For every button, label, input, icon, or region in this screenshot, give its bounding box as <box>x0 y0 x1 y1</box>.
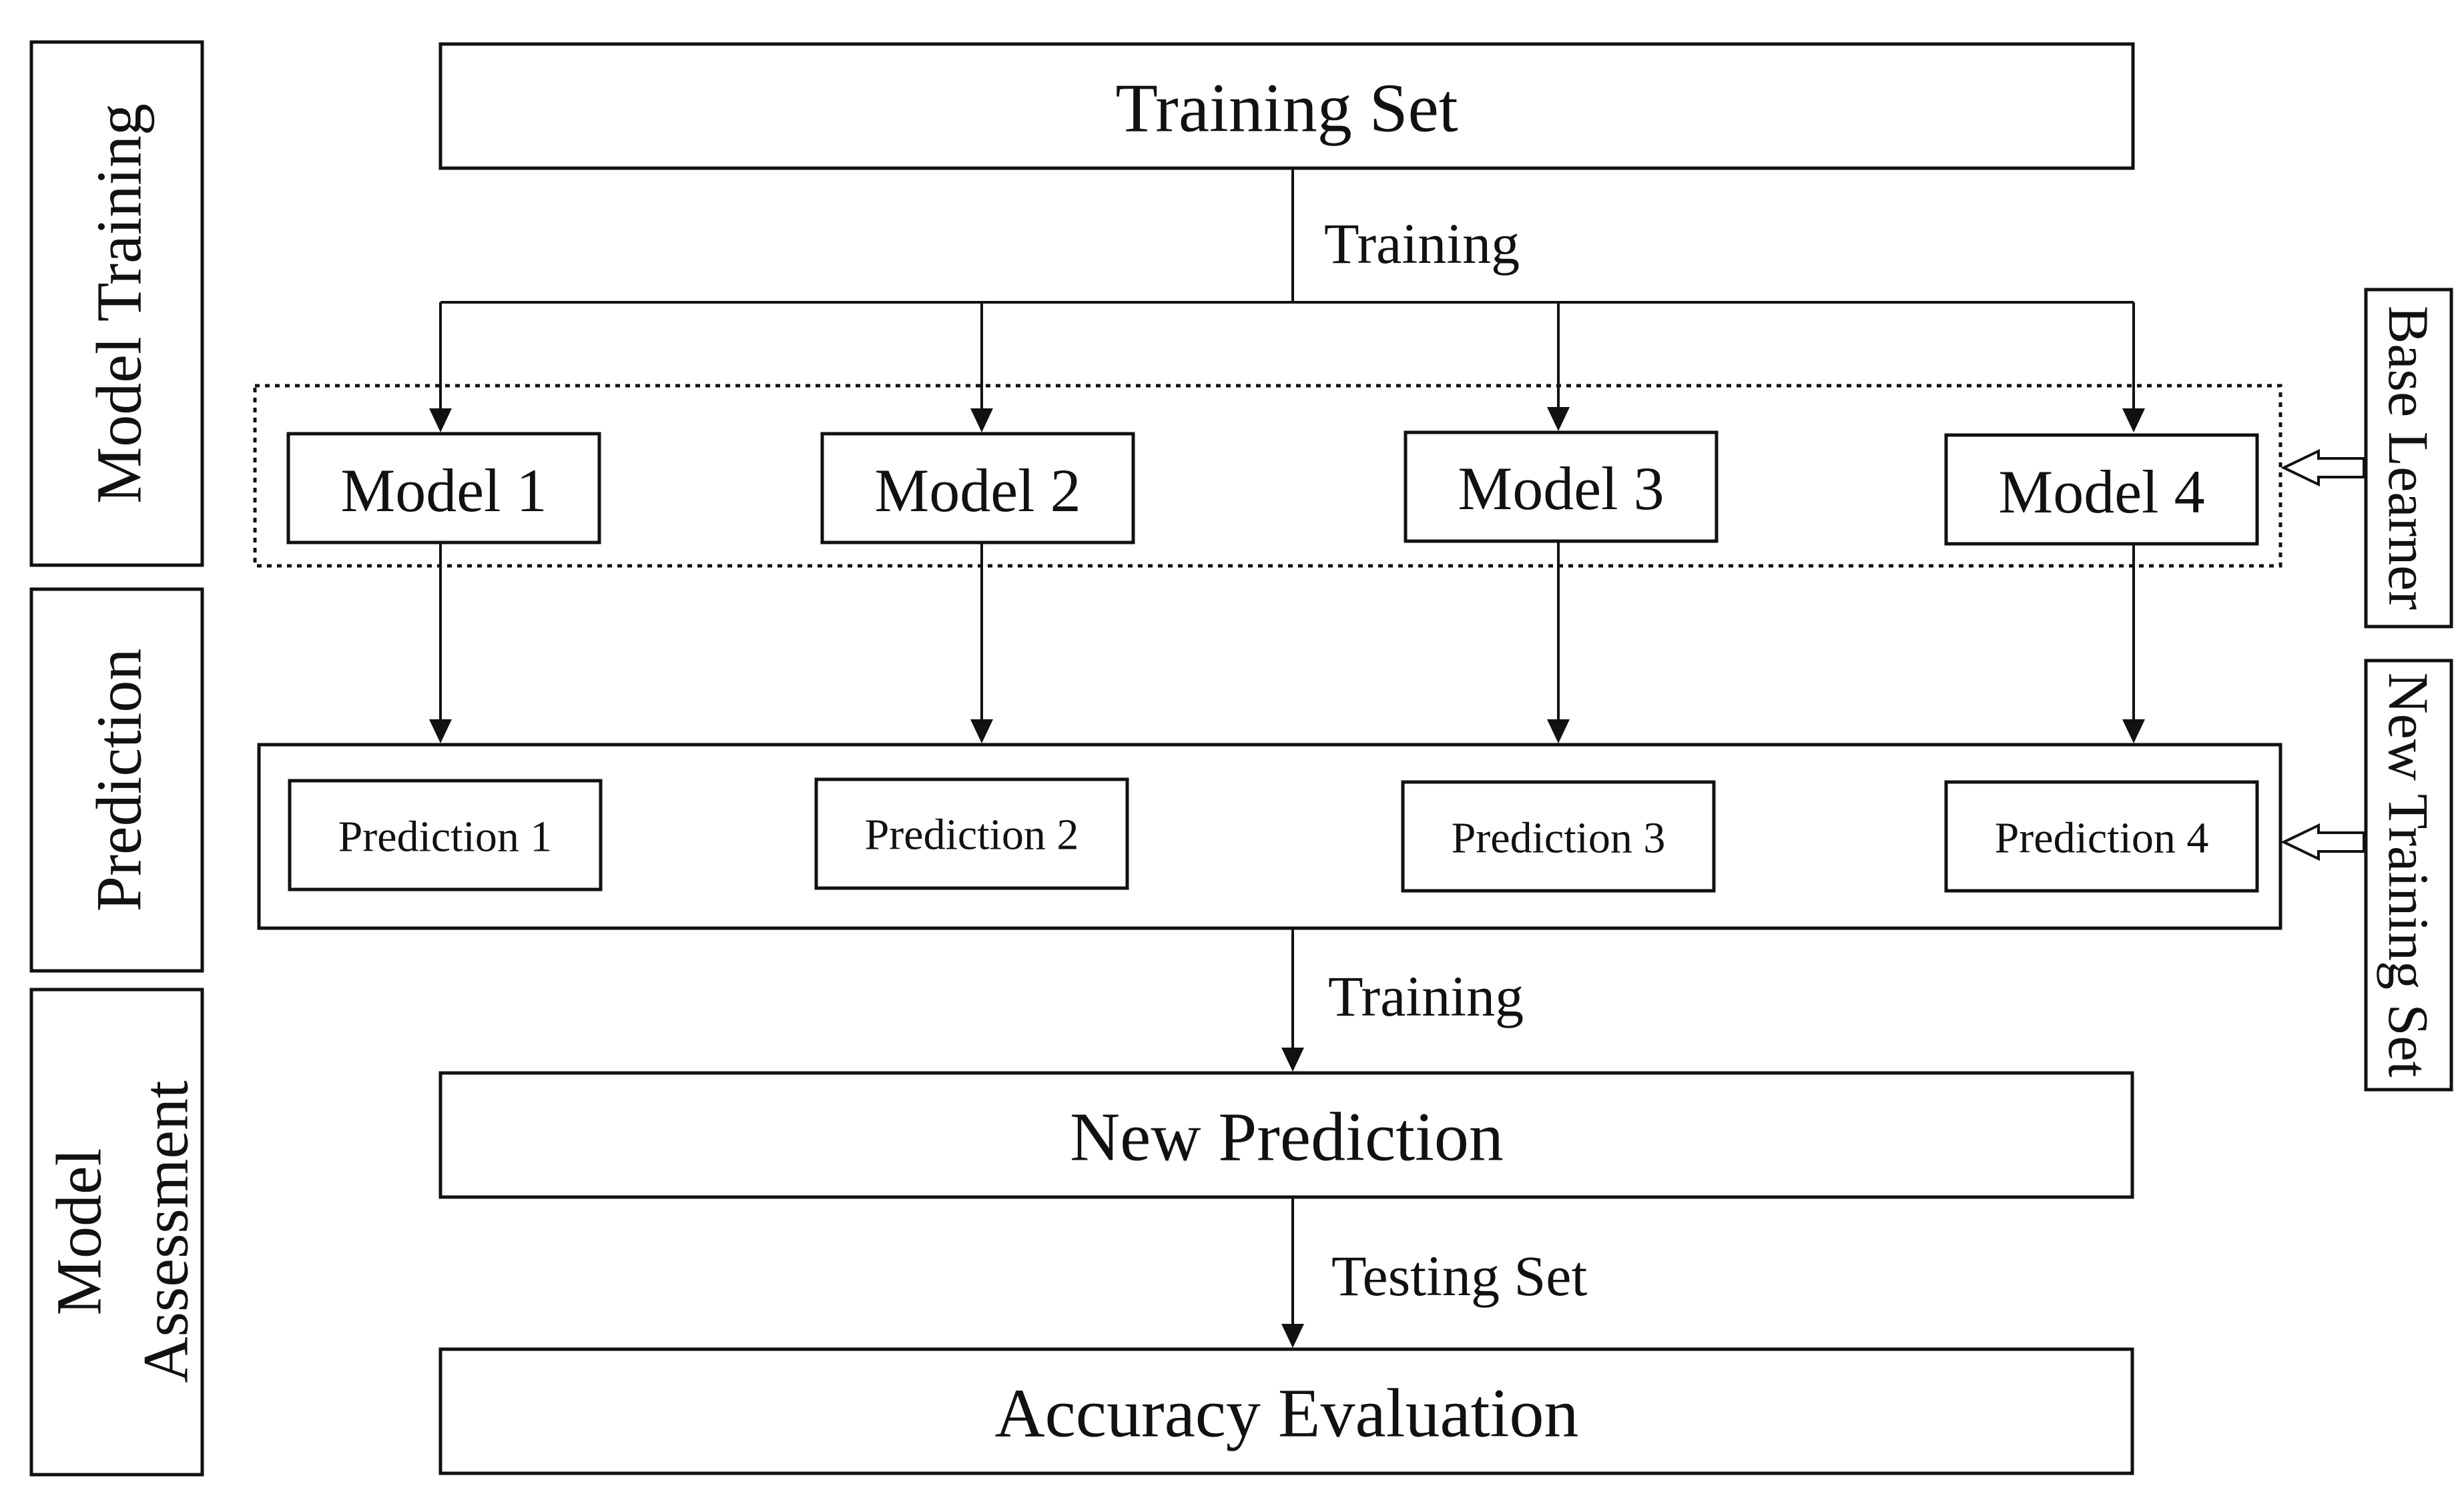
phase-model-training: Model Training <box>29 40 204 567</box>
base-learner-side: Base Learner <box>2364 288 2453 629</box>
edge-label-testing-set: Testing Set <box>1331 1244 1587 1308</box>
arrow-to-model-1 <box>429 302 452 432</box>
model-4-label: Model 4 <box>1998 458 2204 526</box>
arrow-model-1-to-prediction-row <box>429 542 452 743</box>
phase-model-assessment-label-line2: Assessment <box>130 1080 202 1383</box>
new-prediction-label: New Prediction <box>1070 1099 1504 1176</box>
accuracy-evaluation-label: Accuracy Evaluation <box>995 1375 1579 1452</box>
arrow-to-model-4 <box>2122 302 2145 432</box>
model-1-label: Model 1 <box>340 456 547 524</box>
phase-model-assessment: Model Assessment <box>29 988 204 1477</box>
model-2-label: Model 2 <box>874 456 1081 524</box>
base-learner-hollow-arrow <box>2280 448 2365 487</box>
arrow-model-2-to-prediction-row <box>970 542 993 743</box>
edge-label-training-top: Training <box>1324 212 1520 276</box>
edge-label-training-bottom: Training <box>1328 964 1524 1028</box>
prediction-3-node: Prediction 3 <box>1401 780 1716 893</box>
prediction-1-label: Prediction 1 <box>338 813 553 861</box>
training-set-label: Training Set <box>1115 70 1458 147</box>
new-training-set-hollow-arrow <box>2280 823 2365 861</box>
prediction-2-node: Prediction 2 <box>814 777 1129 890</box>
model-4-node: Model 4 <box>1944 433 2259 546</box>
prediction-4-label: Prediction 4 <box>1995 814 2209 863</box>
arrow-model-4-to-prediction-row <box>2122 544 2145 743</box>
training-set-node: Training Set <box>438 42 2135 170</box>
new-prediction-node: New Prediction <box>438 1071 2134 1199</box>
arrow-to-accuracy-evaluation <box>1281 1197 1304 1348</box>
model-3-label: Model 3 <box>1458 454 1664 522</box>
prediction-3-label: Prediction 3 <box>1452 814 1666 863</box>
arrow-model-3-to-prediction-row <box>1547 541 1570 743</box>
arrow-to-model-3 <box>1547 302 1570 431</box>
phase-prediction-label: Prediction <box>83 649 155 912</box>
prediction-4-node: Prediction 4 <box>1944 780 2259 893</box>
model-3-node: Model 3 <box>1404 430 1719 543</box>
new-training-set-label: New Training Set <box>2377 673 2441 1078</box>
phase-model-assessment-label-line1: Model <box>43 1148 115 1316</box>
model-2-node: Model 2 <box>820 432 1135 544</box>
phase-prediction: Prediction <box>29 587 204 973</box>
prediction-1-node: Prediction 1 <box>288 779 603 891</box>
accuracy-evaluation-node: Accuracy Evaluation <box>438 1347 2134 1475</box>
prediction-2-label: Prediction 2 <box>865 811 1079 859</box>
new-training-set-side: New Training Set <box>2364 659 2453 1092</box>
arrow-to-model-2 <box>970 302 993 432</box>
arrow-to-new-prediction <box>1281 928 1304 1072</box>
phase-model-training-label: Model Training <box>83 103 155 504</box>
model-1-node: Model 1 <box>286 432 601 544</box>
base-learner-label: Base Learner <box>2377 306 2441 610</box>
base-learner-group <box>253 384 2282 568</box>
